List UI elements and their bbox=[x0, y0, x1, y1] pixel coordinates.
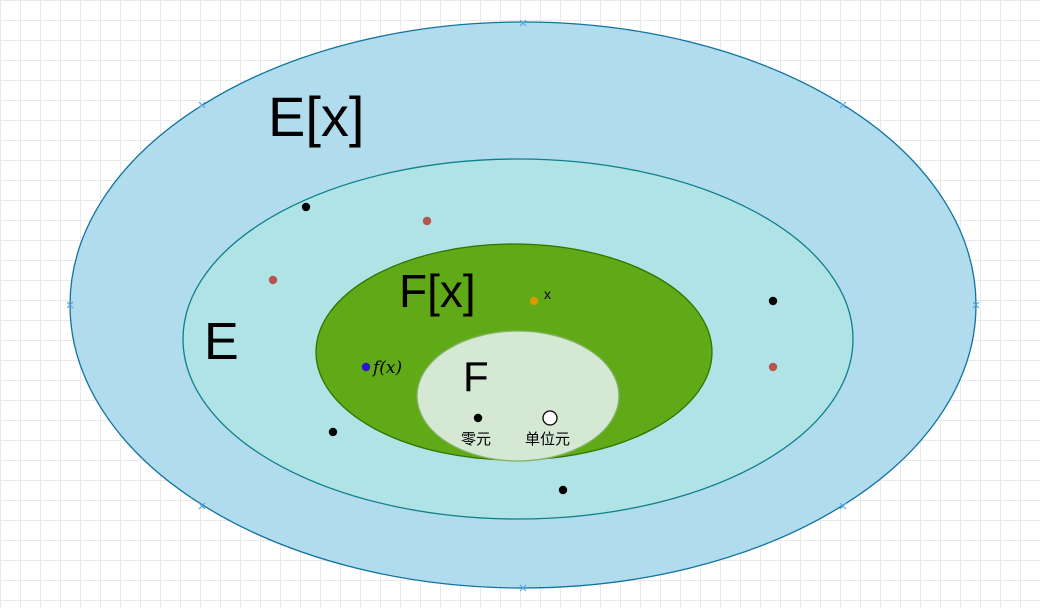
selection-handles[interactable] bbox=[66, 19, 980, 592]
element-point[interactable] bbox=[768, 296, 778, 306]
element-point-red[interactable] bbox=[268, 275, 278, 285]
set-fx-label: F[x] bbox=[399, 265, 476, 317]
unit-element-point[interactable] bbox=[542, 410, 558, 426]
set-e-label: E bbox=[204, 313, 239, 371]
element-point-red[interactable] bbox=[422, 216, 432, 226]
set-f-label: F bbox=[463, 353, 489, 400]
zero-element-label: 零元 bbox=[461, 430, 491, 448]
element-fx-point[interactable] bbox=[361, 362, 371, 372]
element-point[interactable] bbox=[328, 427, 338, 437]
set-f-ellipse[interactable] bbox=[416, 330, 620, 462]
zero-element-point[interactable] bbox=[473, 413, 483, 423]
element-point[interactable] bbox=[301, 202, 311, 212]
element-point[interactable] bbox=[558, 485, 568, 495]
element-x-label: x bbox=[544, 286, 551, 302]
element-fx-label: f(x) bbox=[371, 358, 402, 378]
element-point-red[interactable] bbox=[768, 362, 778, 372]
unit-element-label: 单位元 bbox=[525, 430, 570, 448]
element-x-point[interactable] bbox=[529, 296, 539, 306]
set-ex-label: E[x] bbox=[268, 85, 364, 148]
